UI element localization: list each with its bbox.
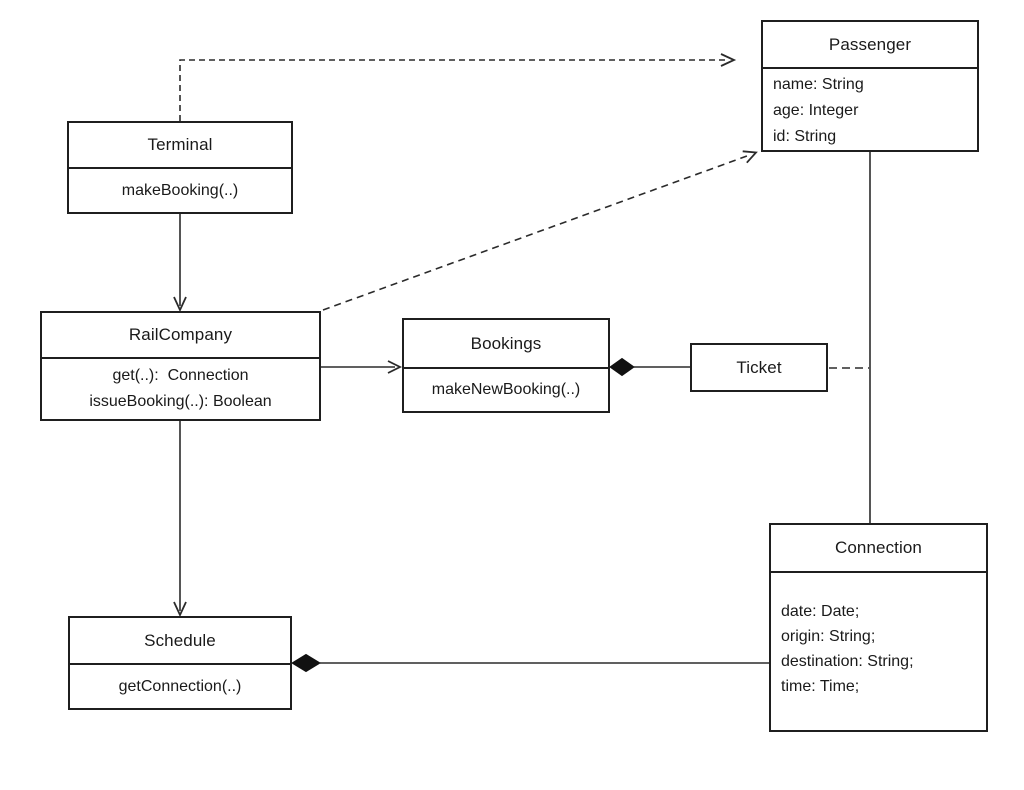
class-railcompany: RailCompany get(..): Connection issueBoo… (40, 311, 321, 421)
arrowhead-terminal-railcompany (173, 296, 187, 313)
class-railcompany-method: issueBooking(..): Boolean (89, 393, 272, 410)
class-schedule-name: Schedule (70, 618, 290, 665)
edge-terminal-passenger-dependency (179, 59, 726, 121)
class-connection-attribute: date: Date; (781, 603, 860, 620)
diamond-bookings-ticket (609, 357, 635, 377)
class-schedule-method: getConnection(..) (118, 677, 242, 695)
class-connection-attribute: destination: String; (781, 653, 914, 670)
class-bookings-members: makeNewBooking(..) (404, 369, 608, 411)
class-schedule: Schedule getConnection(..) (68, 616, 292, 710)
class-connection: Connection date: Date; origin: String; d… (769, 523, 988, 732)
class-terminal-members: makeBooking(..) (69, 169, 291, 212)
class-passenger-attribute: name: String (773, 76, 864, 93)
class-terminal-name: Terminal (69, 123, 291, 169)
class-passenger-name: Passenger (763, 22, 977, 69)
class-railcompany-method: get(..): Connection (112, 367, 249, 384)
class-ticket: Ticket (690, 343, 828, 392)
class-passenger-members: name: String age: Integer id: String (763, 69, 977, 150)
arrowhead-railcompany-bookings (387, 360, 403, 374)
class-bookings: Bookings makeNewBooking(..) (402, 318, 610, 413)
class-passenger: Passenger name: String age: Integer id: … (761, 20, 979, 152)
arrowhead-railcompany-schedule (173, 601, 187, 618)
class-bookings-method: makeNewBooking(..) (431, 381, 581, 398)
arrowhead-terminal-passenger (720, 53, 737, 67)
edge-railcompany-passenger-dependency (322, 155, 748, 311)
arrowhead-railcompany-passenger (742, 150, 758, 164)
class-ticket-name: Ticket (736, 357, 782, 377)
class-connection-attribute: origin: String; (781, 628, 876, 645)
class-bookings-name: Bookings (404, 320, 608, 369)
class-terminal: Terminal makeBooking(..) (67, 121, 293, 214)
class-railcompany-name: RailCompany (42, 313, 319, 359)
diamond-schedule-connection (291, 653, 321, 673)
class-connection-attribute: time: Time; (781, 678, 860, 695)
class-connection-name: Connection (771, 525, 986, 573)
class-passenger-attribute: id: String (773, 128, 837, 145)
class-passenger-attribute: age: Integer (773, 102, 859, 119)
class-connection-members: date: Date; origin: String; destination:… (771, 573, 986, 730)
class-schedule-members: getConnection(..) (70, 665, 290, 708)
class-terminal-method: makeBooking(..) (121, 181, 239, 199)
class-railcompany-members: get(..): Connection issueBooking(..): Bo… (42, 359, 319, 419)
